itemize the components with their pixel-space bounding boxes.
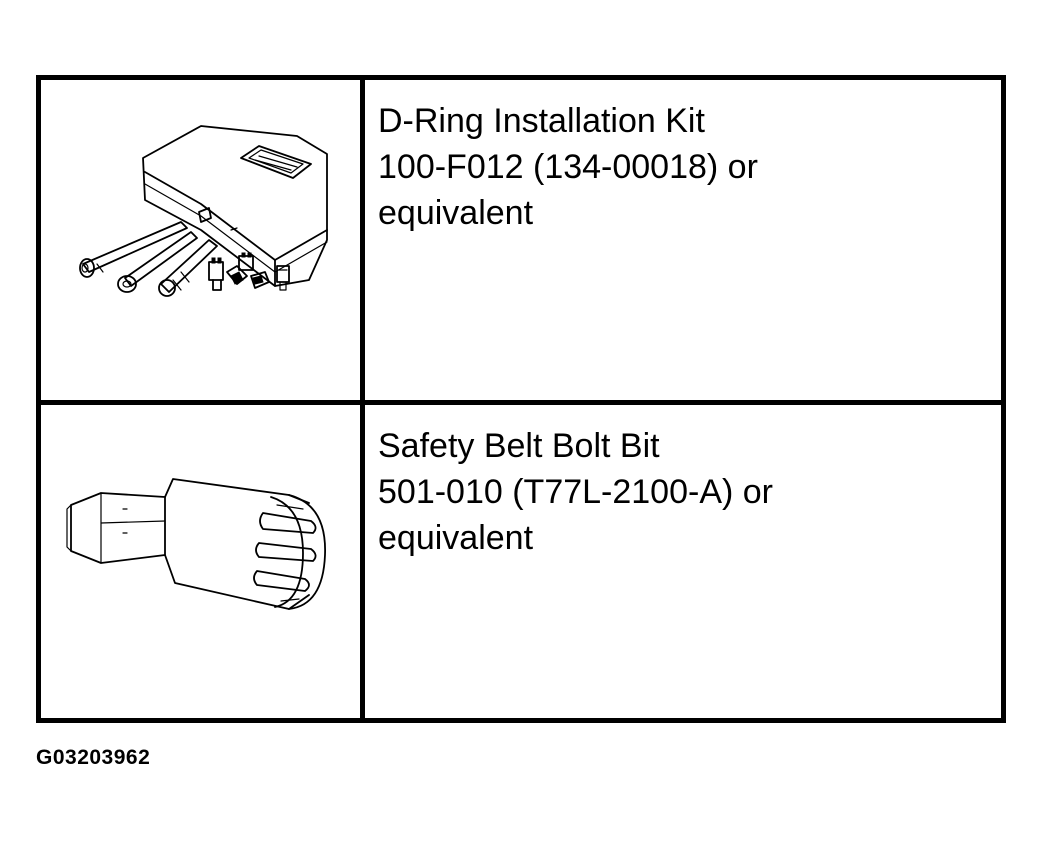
tool-name: Safety Belt Bolt Bit <box>378 427 660 465</box>
tool-image-cell <box>41 405 360 718</box>
tool-kit-case-icon <box>79 125 328 297</box>
column-divider <box>360 80 365 718</box>
tool-row-d-ring-kit: D-Ring Installation Kit 100-F012 (134-00… <box>41 80 1001 400</box>
tool-description: D-Ring Installation Kit 100-F012 (134-00… <box>378 98 978 236</box>
tool-part-number: 100-F012 (134-00018) or <box>378 148 758 186</box>
torx-bit-icon <box>66 478 326 610</box>
tool-name: D-Ring Installation Kit <box>378 102 705 140</box>
figure-id: G03203962 <box>36 746 151 769</box>
tool-row-safety-belt-bit: Safety Belt Bolt Bit 501-010 (T77L-2100-… <box>41 405 1001 718</box>
tool-note: equivalent <box>378 194 534 232</box>
tool-part-number: 501-010 (T77L-2100-A) or <box>378 473 774 511</box>
tool-description: Safety Belt Bolt Bit 501-010 (T77L-2100-… <box>378 423 978 561</box>
row-divider <box>41 400 1001 405</box>
tool-note: equivalent <box>378 519 534 557</box>
special-tools-table: D-Ring Installation Kit 100-F012 (134-00… <box>36 75 1006 723</box>
tool-image-cell <box>41 80 360 400</box>
